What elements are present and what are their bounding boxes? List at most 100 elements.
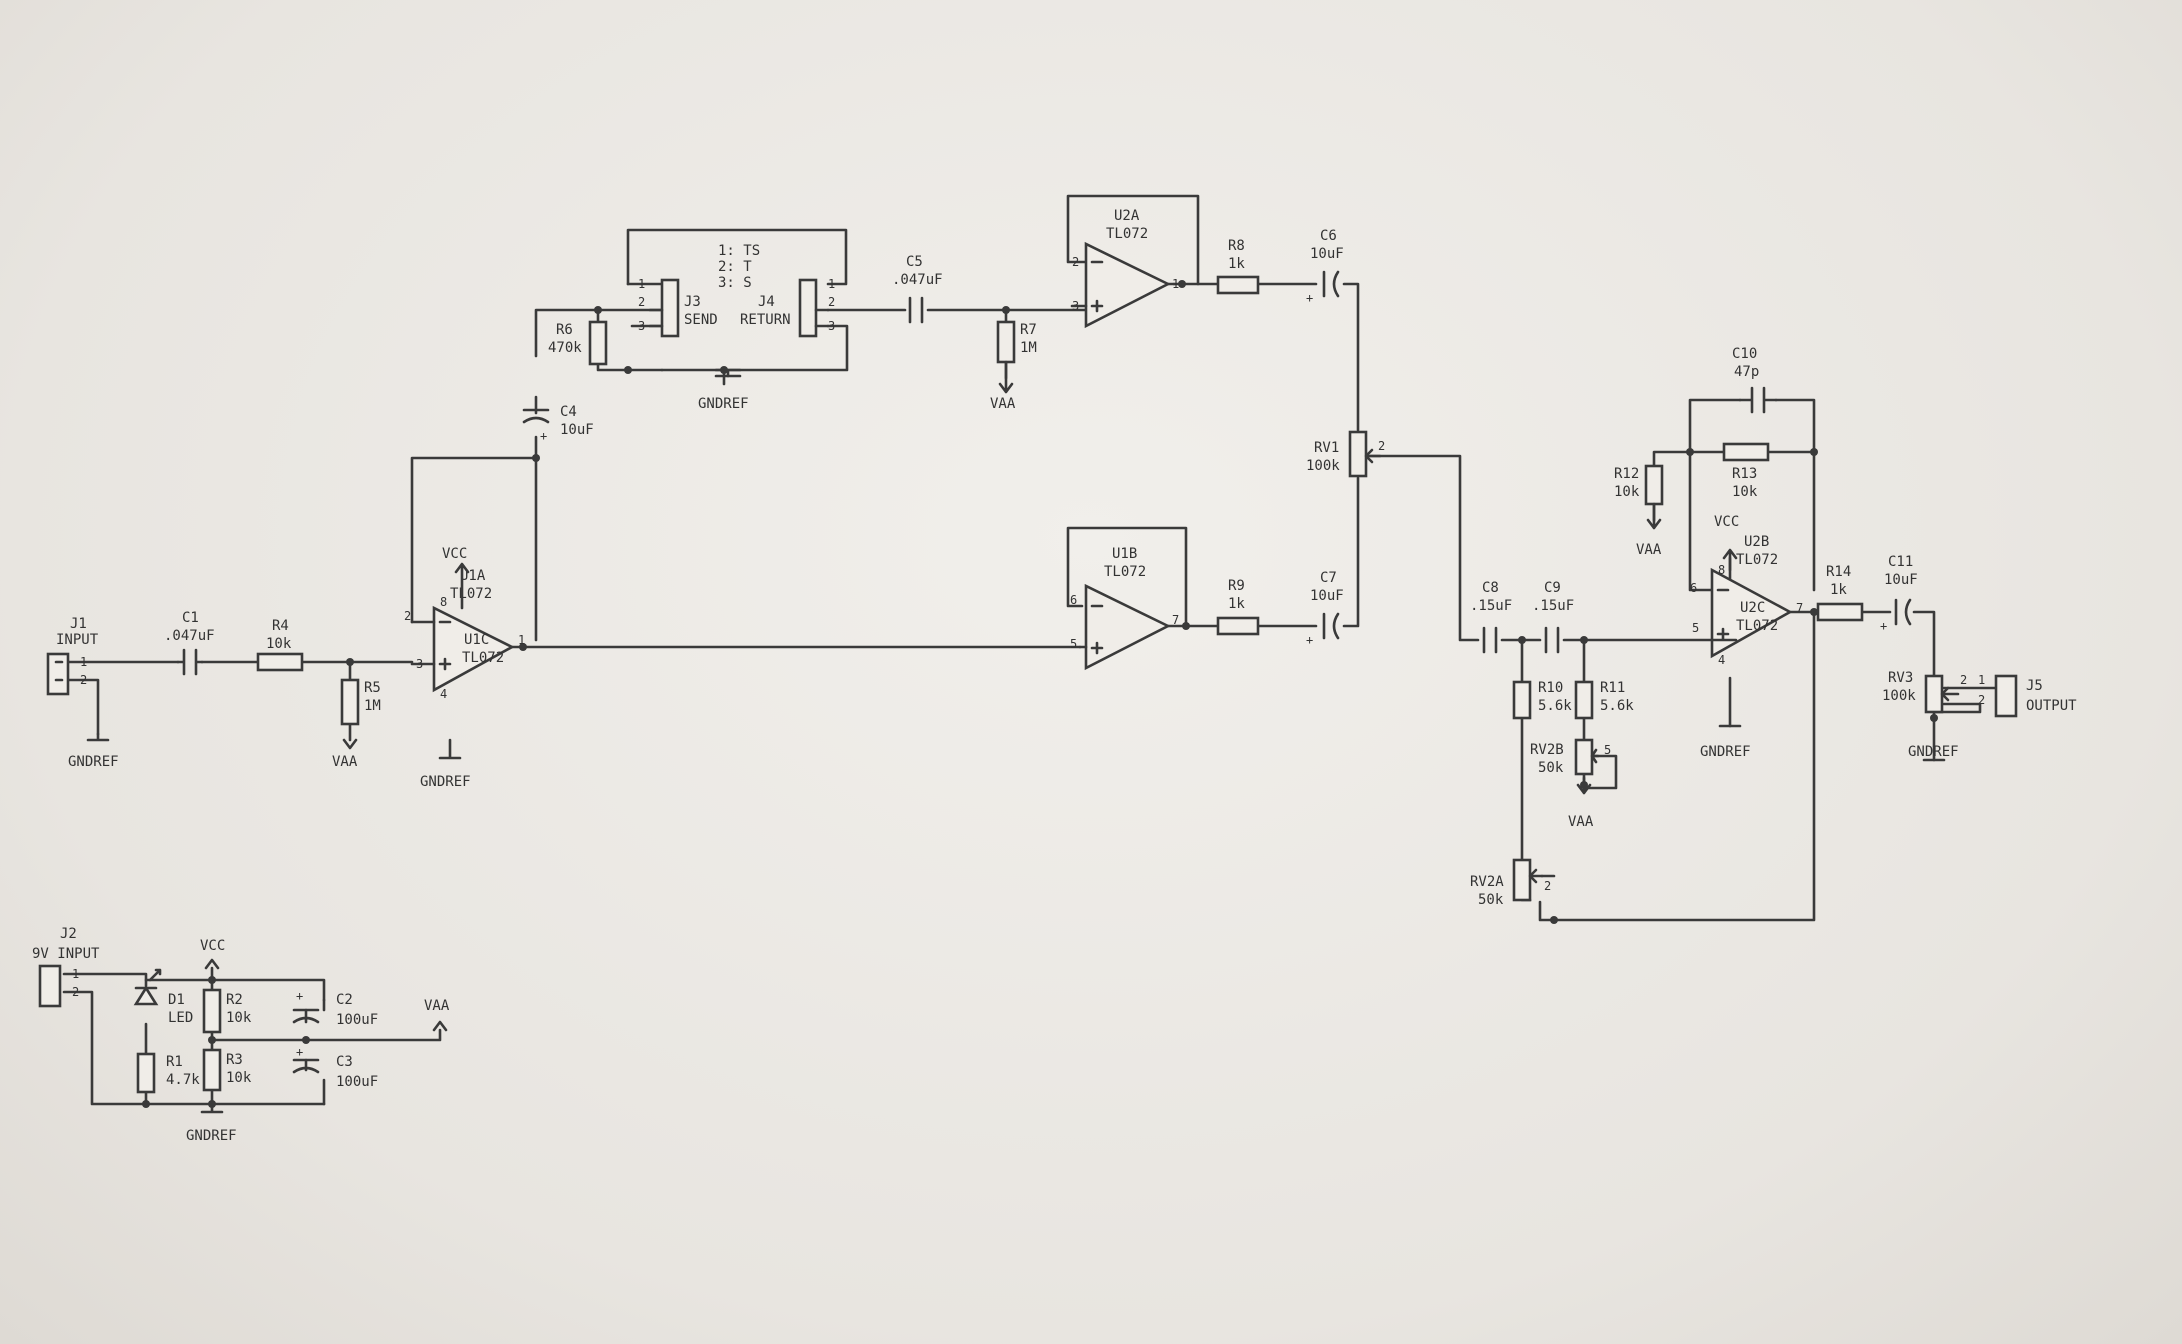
opamp-u2a: 2 3 1 U2A TL072 bbox=[1070, 208, 1179, 329]
svg-text:10k: 10k bbox=[226, 1070, 252, 1086]
net-labels: GNDREF VAA GNDREF VCC GNDREF VAA VAA VAA… bbox=[68, 396, 1959, 1144]
j4-ref: J4 bbox=[758, 294, 775, 310]
svg-text:C1: C1 bbox=[182, 610, 199, 626]
connector-j1: J1 INPUT 1 2 bbox=[46, 616, 99, 696]
svg-text:50k: 50k bbox=[1478, 892, 1504, 908]
svg-text:4: 4 bbox=[1718, 653, 1725, 667]
svg-text:100uF: 100uF bbox=[336, 1012, 378, 1028]
capacitor-c6: + C6 10uF bbox=[1306, 228, 1344, 305]
svg-text:RV3: RV3 bbox=[1888, 670, 1913, 686]
opamp-u1c: 2 3 1 8 4 U1A TL072 U1C TL072 bbox=[404, 568, 525, 701]
vaa-label-power: VAA bbox=[424, 998, 450, 1014]
svg-text:R13: R13 bbox=[1732, 466, 1757, 482]
svg-text:C6: C6 bbox=[1320, 228, 1337, 244]
capacitor-c4: C4 10uF + bbox=[522, 404, 594, 443]
svg-text:1: 1 bbox=[72, 967, 79, 981]
resistor-r5: R5 1M bbox=[340, 678, 381, 726]
svg-text:1: 1 bbox=[518, 633, 525, 647]
svg-text:2: 2 bbox=[1960, 673, 1967, 687]
svg-text:10uF: 10uF bbox=[560, 422, 594, 438]
j4-value: RETURN bbox=[740, 312, 791, 328]
svg-text:2: 2 bbox=[1378, 439, 1385, 453]
connector-j5: 1 2 J5 OUTPUT bbox=[1978, 673, 2077, 718]
svg-text:TL072: TL072 bbox=[1104, 564, 1146, 580]
svg-text:47p: 47p bbox=[1734, 364, 1759, 380]
svg-text:TL072: TL072 bbox=[1736, 552, 1778, 568]
svg-text:2: 2 bbox=[1072, 255, 1079, 269]
svg-text:R6: R6 bbox=[556, 322, 573, 338]
svg-text:C8: C8 bbox=[1482, 580, 1499, 596]
svg-text:2: 2 bbox=[638, 295, 645, 309]
led-d1: D1 LED bbox=[133, 968, 193, 1026]
capacitor-c5: C5 .047uF bbox=[892, 254, 943, 324]
capacitor-c7: + C7 10uF bbox=[1306, 570, 1344, 647]
svg-text:+: + bbox=[1880, 619, 1887, 633]
resistor-r10: R10 5.6k bbox=[1512, 680, 1572, 720]
gndref-label-j5: GNDREF bbox=[1908, 744, 1959, 760]
svg-text:R9: R9 bbox=[1228, 578, 1245, 594]
svg-text:RV2A: RV2A bbox=[1470, 874, 1504, 890]
j3-value: SEND bbox=[684, 312, 718, 328]
svg-text:470k: 470k bbox=[548, 340, 582, 356]
svg-text:U2B: U2B bbox=[1744, 534, 1769, 550]
svg-text:+: + bbox=[540, 429, 547, 443]
svg-text:1M: 1M bbox=[364, 698, 381, 714]
svg-text:C7: C7 bbox=[1320, 570, 1337, 586]
svg-text:.15uF: .15uF bbox=[1532, 598, 1574, 614]
svg-text:C10: C10 bbox=[1732, 346, 1757, 362]
svg-text:1k: 1k bbox=[1830, 582, 1847, 598]
j1-ref: J1 bbox=[70, 616, 87, 632]
svg-text:1: TS: 1: TS bbox=[718, 243, 760, 259]
svg-text:100uF: 100uF bbox=[336, 1074, 378, 1090]
svg-text:LED: LED bbox=[168, 1010, 193, 1026]
resistor-r9: R9 1k bbox=[1216, 578, 1260, 636]
svg-text:5.6k: 5.6k bbox=[1538, 698, 1572, 714]
junctions bbox=[142, 280, 1938, 1108]
opamp-u2c: 6 5 7 8 4 U2B TL072 U2C TL072 bbox=[1690, 534, 1803, 667]
gndref-label-j1: GNDREF bbox=[68, 754, 119, 770]
resistor-r8: R8 1k bbox=[1216, 238, 1260, 295]
gndref-label-power: GNDREF bbox=[186, 1128, 237, 1144]
vaa-label-r12: VAA bbox=[1636, 542, 1662, 558]
potentiometer-rv1: 2 RV1 100k bbox=[1306, 430, 1385, 478]
resistor-r13: R13 10k bbox=[1722, 442, 1770, 500]
svg-text:2: 2 bbox=[404, 609, 411, 623]
svg-text:2: 2 bbox=[1544, 879, 1551, 893]
svg-text:1: 1 bbox=[638, 277, 645, 291]
potentiometer-rv2b: 5 RV2B 50k bbox=[1530, 738, 1611, 776]
potentiometer-rv3: 2 RV3 100k bbox=[1882, 670, 1967, 714]
svg-text:7: 7 bbox=[1172, 613, 1179, 627]
svg-text:+: + bbox=[1306, 291, 1313, 305]
svg-text:R1: R1 bbox=[166, 1054, 183, 1070]
gndref-label-u2: GNDREF bbox=[1700, 744, 1751, 760]
svg-text:10k: 10k bbox=[1614, 484, 1640, 500]
svg-text:U2A: U2A bbox=[1114, 208, 1140, 224]
svg-text:R14: R14 bbox=[1826, 564, 1851, 580]
gndref-label-u1: GNDREF bbox=[420, 774, 471, 790]
svg-text:1M: 1M bbox=[1020, 340, 1037, 356]
svg-text:10uF: 10uF bbox=[1310, 246, 1344, 262]
svg-text:R8: R8 bbox=[1228, 238, 1245, 254]
svg-text:R2: R2 bbox=[226, 992, 243, 1008]
jack-legend: 1: TS 2: T 3: S bbox=[718, 243, 760, 291]
j1-value: INPUT bbox=[56, 632, 99, 648]
j2-ref: J2 bbox=[60, 926, 77, 942]
svg-text:6: 6 bbox=[1070, 593, 1077, 607]
svg-text:3: S: 3: S bbox=[718, 275, 752, 291]
capacitor-c3: + C3 100uF bbox=[292, 1045, 378, 1090]
resistor-r12: R12 10k bbox=[1614, 464, 1664, 506]
resistor-r2: R2 10k bbox=[202, 988, 252, 1034]
resistor-r4: R4 10k bbox=[256, 618, 304, 672]
svg-text:10k: 10k bbox=[226, 1010, 252, 1026]
svg-text:+: + bbox=[296, 1045, 303, 1059]
svg-text:.047uF: .047uF bbox=[164, 628, 215, 644]
svg-text:C3: C3 bbox=[336, 1054, 353, 1070]
svg-text:4: 4 bbox=[440, 687, 447, 701]
svg-text:1: 1 bbox=[1978, 673, 1985, 687]
svg-text:100k: 100k bbox=[1882, 688, 1916, 704]
svg-text:U1A: U1A bbox=[460, 568, 486, 584]
connector-j2: J2 9V INPUT 1 2 bbox=[32, 926, 100, 1008]
svg-text:5: 5 bbox=[1070, 637, 1077, 651]
svg-text:R12: R12 bbox=[1614, 466, 1639, 482]
